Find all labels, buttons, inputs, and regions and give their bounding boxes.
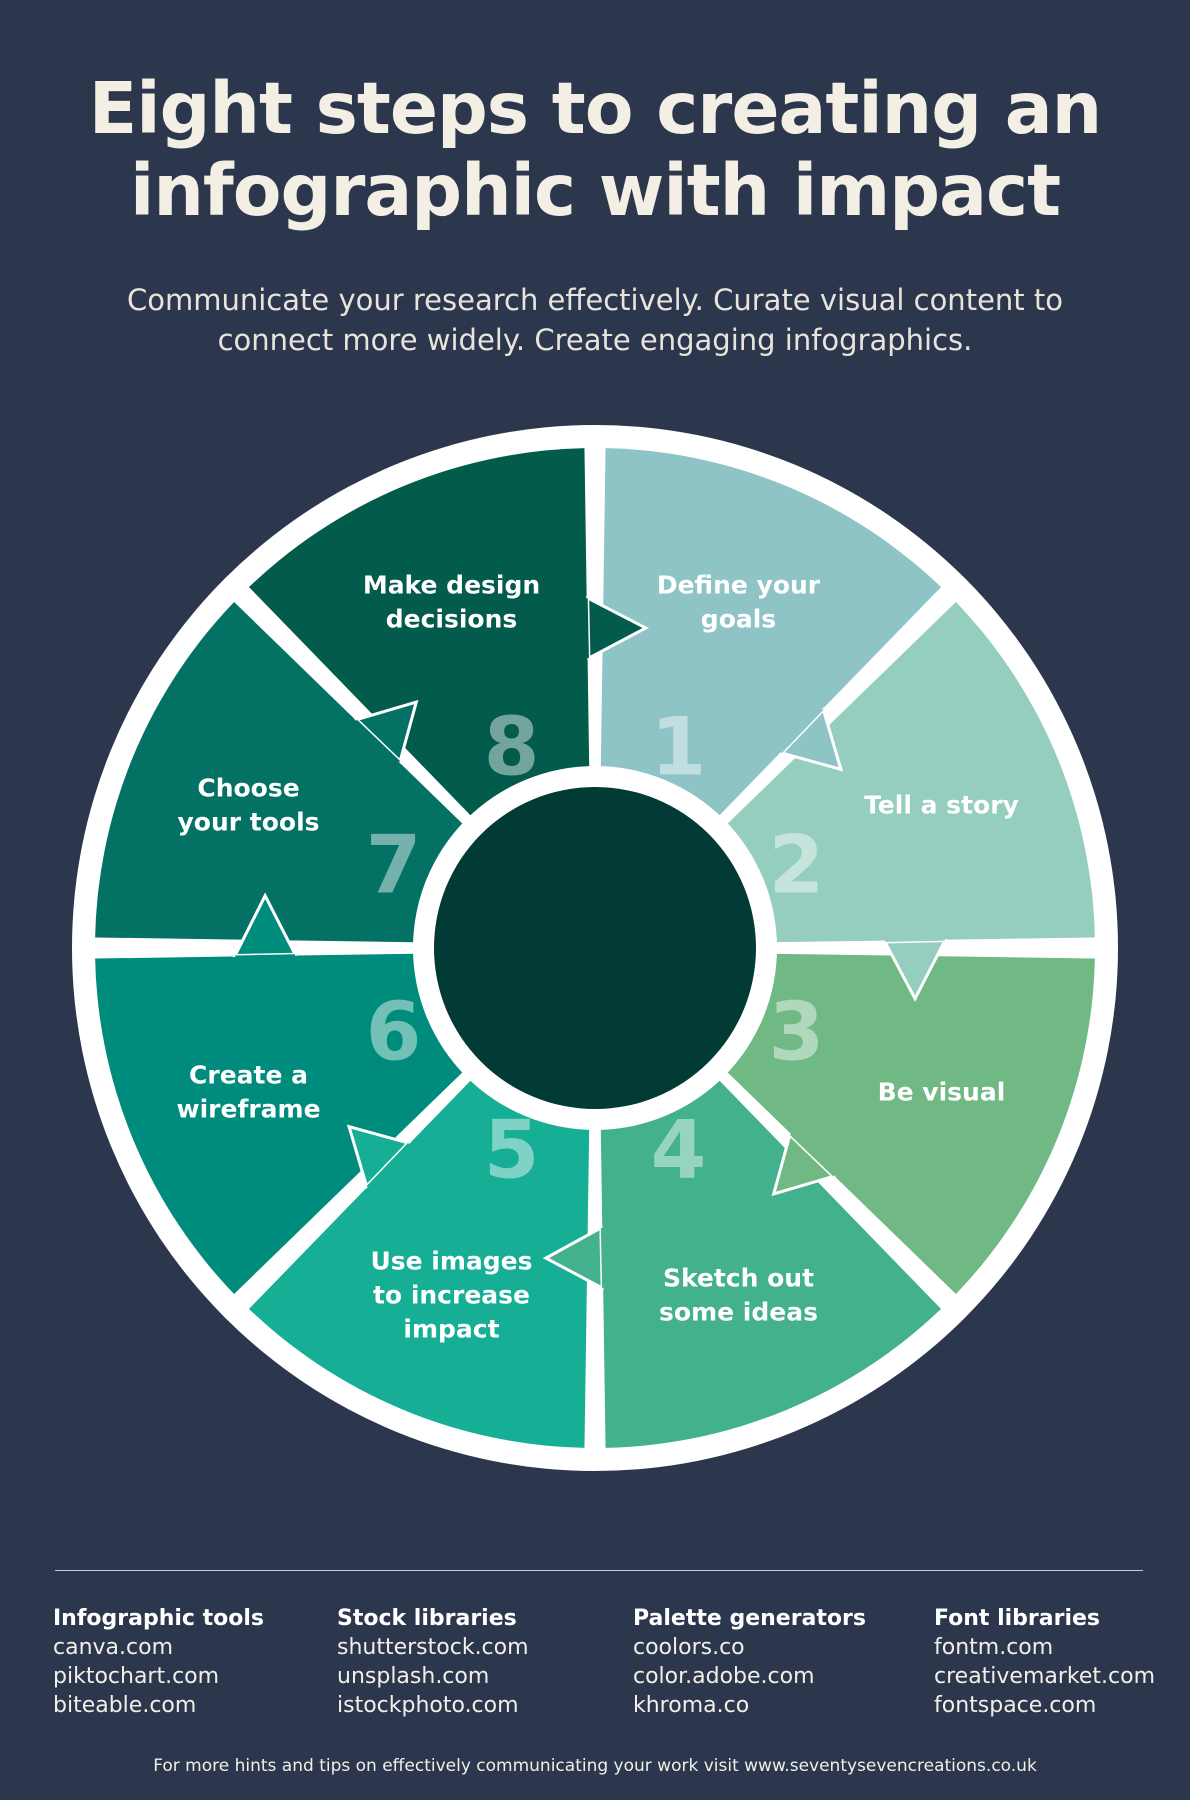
resource-link[interactable]: fontspace.com — [934, 1693, 1097, 1718]
step-label-1: Define your goals — [657, 571, 821, 634]
step-pointer-base-2 — [884, 923, 945, 942]
step-label-line: some ideas — [659, 1297, 818, 1326]
resource-link[interactable]: shutterstock.com — [337, 1635, 529, 1660]
step-number-6: 6 — [366, 985, 422, 1078]
wheel-center — [434, 787, 756, 1109]
resource-link[interactable]: fontm.com — [934, 1635, 1054, 1660]
step-label-line: wireframe — [177, 1095, 321, 1124]
subtitle-line-2: connect more widely. Create engaging inf… — [217, 323, 973, 357]
resource-heading: Infographic tools — [53, 1606, 265, 1631]
resource-link[interactable]: unsplash.com — [337, 1664, 490, 1689]
resource-link[interactable]: piktochart.com — [53, 1664, 220, 1689]
step-label-line: goals — [701, 605, 776, 634]
step-label-6: Create a wireframe — [177, 1061, 321, 1124]
step-label-5: Use images to increase impact — [370, 1246, 532, 1343]
step-label-7: Choose your tools — [178, 773, 320, 836]
step-label-line: Choose — [197, 773, 299, 802]
step-number-8: 8 — [484, 701, 540, 794]
step-label-line: Tell a story — [864, 790, 1019, 819]
resource-link[interactable]: creativemarket.com — [934, 1664, 1156, 1689]
resource-link[interactable]: istockphoto.com — [337, 1693, 519, 1718]
subtitle-line-1: Communicate your research effectively. C… — [127, 283, 1063, 317]
step-pointer-base-7 — [347, 719, 401, 770]
step-label-line: Define your — [657, 571, 821, 600]
step-label-line: impact — [403, 1314, 499, 1343]
step-label-line: Use images — [370, 1246, 532, 1275]
resource-link[interactable]: canva.com — [53, 1635, 174, 1660]
step-label-8: Make design decisions — [363, 571, 540, 634]
step-numbers: 12 34 56 78 — [366, 701, 824, 1197]
step-pointer-base-3 — [789, 1126, 843, 1177]
title-line-1: Eight steps to creating an — [88, 67, 1102, 150]
step-label-2: Tell a story — [864, 790, 1019, 819]
resource-link[interactable]: color.adobe.com — [633, 1664, 815, 1689]
step-label-line: decisions — [386, 605, 518, 634]
resource-heading: Font libraries — [934, 1606, 1101, 1631]
step-number-5: 5 — [484, 1103, 540, 1196]
step-label-line: Be visual — [878, 1078, 1006, 1107]
step-label-line: Create a — [189, 1061, 308, 1090]
resource-column-infographic-tools: Infographic tools canva.com piktochart.c… — [53, 1604, 264, 1720]
step-label-line: to increase — [373, 1280, 530, 1309]
step-label-3: Be visual — [878, 1078, 1006, 1107]
wheel-pointers — [232, 595, 948, 1291]
step-label-line: your tools — [178, 807, 320, 836]
step-label-4: Sketch out some ideas — [659, 1263, 818, 1326]
step-pointer-base-4 — [600, 1227, 619, 1288]
step-pointer-base-5 — [366, 1142, 417, 1196]
footer-divider — [55, 1570, 1143, 1571]
resource-link[interactable]: coolors.co — [633, 1635, 745, 1660]
step-number-4: 4 — [651, 1103, 707, 1196]
step-pointer-2 — [882, 939, 948, 1002]
page-title: Eight steps to creating an infographic w… — [0, 68, 1190, 232]
resource-link[interactable]: khroma.co — [633, 1693, 750, 1718]
footer-note: For more hints and tips on effectively c… — [153, 1756, 1037, 1776]
step-number-7: 7 — [366, 819, 422, 912]
resource-heading: Palette generators — [633, 1606, 866, 1631]
subtitle: Communicate your research effectively. C… — [0, 280, 1190, 360]
step-pointer-base-8 — [570, 598, 589, 659]
resource-column-stock-libraries: Stock libraries shutterstock.com unsplas… — [337, 1604, 529, 1720]
title-line-2: infographic with impact — [129, 149, 1061, 232]
step-pointer-base-1 — [773, 700, 824, 754]
step-label-line: Sketch out — [663, 1263, 814, 1292]
resource-column-font-libraries: Font libraries fontm.com creativemarket.… — [934, 1604, 1155, 1720]
resource-heading: Stock libraries — [337, 1606, 517, 1631]
step-pointer-base-6 — [235, 954, 296, 973]
step-number-1: 1 — [651, 701, 707, 794]
step-label-line: Make design — [363, 571, 540, 600]
resource-column-palette-generators: Palette generators coolors.co color.adob… — [633, 1604, 866, 1720]
step-pointer-8 — [586, 595, 649, 661]
step-number-2: 2 — [769, 819, 825, 912]
resource-link[interactable]: biteable.com — [53, 1693, 197, 1718]
step-number-3: 3 — [769, 985, 825, 1078]
